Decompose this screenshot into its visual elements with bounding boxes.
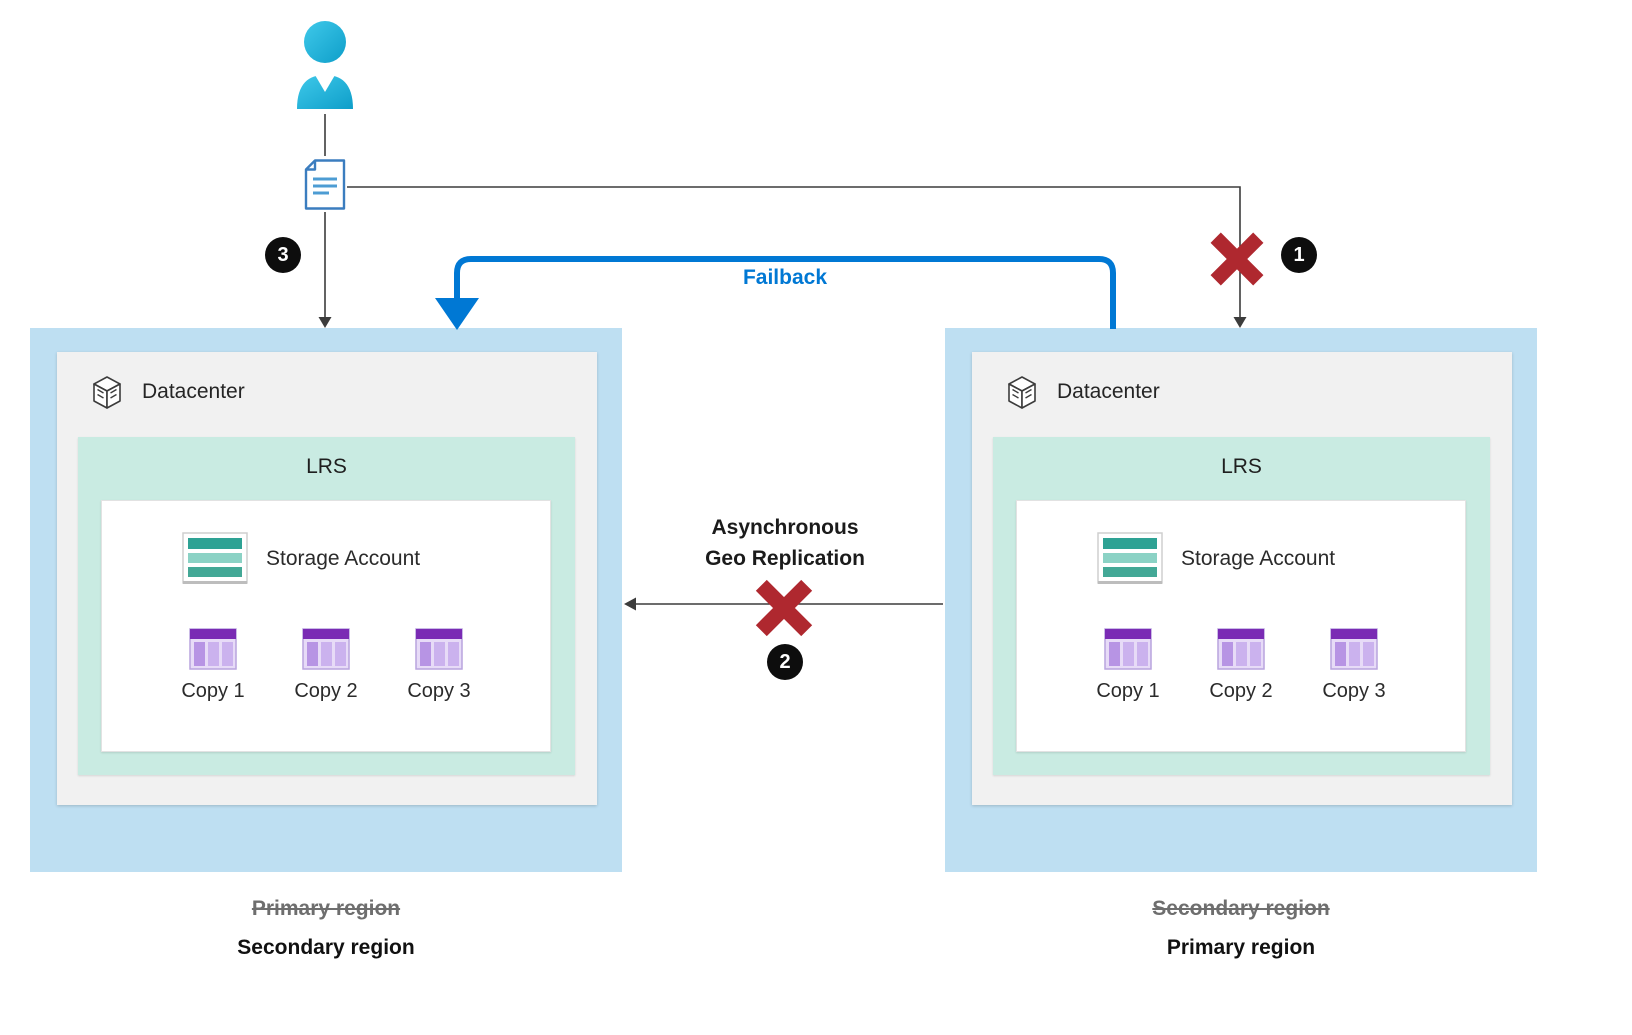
geo-replication-label: Asynchronous Geo Replication (600, 512, 970, 574)
storage-panel: Storage Account (101, 500, 551, 752)
step-badge-2: 2 (767, 644, 803, 680)
copy-label: Copy 2 (294, 680, 358, 702)
arrowhead-left-region (318, 317, 332, 328)
datacenter-label: Datacenter (142, 380, 245, 403)
region-panel-right: Datacenter LRS (945, 328, 1537, 872)
storage-account-label: Storage Account (1181, 547, 1336, 570)
storage-account-icon (1097, 532, 1163, 586)
arrowhead-right-region (1233, 317, 1247, 328)
datacenter-header: Datacenter (87, 372, 245, 412)
datacenter-icon (1002, 372, 1042, 412)
copy-item: Copy 2 (1202, 628, 1280, 703)
failback-label: Failback (742, 266, 828, 289)
person-icon (292, 16, 358, 112)
copy-item: Copy 1 (1089, 628, 1167, 703)
copy-item: Copy 1 (174, 628, 252, 703)
lrs-label: LRS (306, 455, 347, 478)
lrs-panel: LRS Storage Account (993, 437, 1490, 775)
storage-account-icon (182, 532, 248, 586)
table-copy-icon (415, 628, 463, 670)
copy-item: Copy 3 (1315, 628, 1393, 703)
copies-row: Copy 1 (1017, 628, 1465, 703)
copies-row: Copy 1 (102, 628, 550, 703)
datacenter-panel: Datacenter LRS (972, 352, 1512, 805)
document-to-right-region-line (347, 186, 1241, 317)
copy-label: Copy 1 (1096, 680, 1160, 702)
datacenter-header: Datacenter (1002, 372, 1160, 412)
copy-label: Copy 2 (1209, 680, 1273, 702)
copy-label: Copy 3 (1322, 680, 1386, 702)
step-badge-1: 1 (1281, 237, 1317, 273)
storage-panel: Storage Account (1016, 500, 1466, 752)
former-region-label-right: Secondary region (1152, 897, 1330, 920)
current-region-label-left: Secondary region (237, 936, 415, 959)
document-icon (303, 158, 347, 211)
datacenter-icon (87, 372, 127, 412)
current-region-label-right: Primary region (1166, 936, 1316, 959)
copy-label: Copy 1 (181, 680, 245, 702)
step-badge-3: 3 (265, 237, 301, 273)
geo-replication-label-line2: Geo Replication (705, 547, 865, 570)
table-copy-icon (302, 628, 350, 670)
copy-label: Copy 3 (407, 680, 471, 702)
table-copy-icon (1217, 628, 1265, 670)
copy-item: Copy 2 (287, 628, 365, 703)
error-x-icon (1206, 228, 1268, 290)
storage-account-row: Storage Account (1017, 532, 1465, 586)
datacenter-panel: Datacenter LRS (57, 352, 597, 805)
error-x-icon (751, 575, 817, 641)
storage-account-row: Storage Account (102, 532, 550, 586)
lrs-panel: LRS Storage Account (78, 437, 575, 775)
region-panel-left: Datacenter LRS (30, 328, 622, 872)
table-copy-icon (1330, 628, 1378, 670)
former-region-label-left: Primary region (251, 897, 401, 920)
table-copy-icon (189, 628, 237, 670)
datacenter-label: Datacenter (1057, 380, 1160, 403)
geo-replication-label-line1: Asynchronous (711, 516, 859, 539)
table-copy-icon (1104, 628, 1152, 670)
storage-account-label: Storage Account (266, 547, 421, 570)
lrs-label: LRS (1221, 455, 1262, 478)
copy-item: Copy 3 (400, 628, 478, 703)
arrowhead-geo-replication (624, 597, 636, 611)
